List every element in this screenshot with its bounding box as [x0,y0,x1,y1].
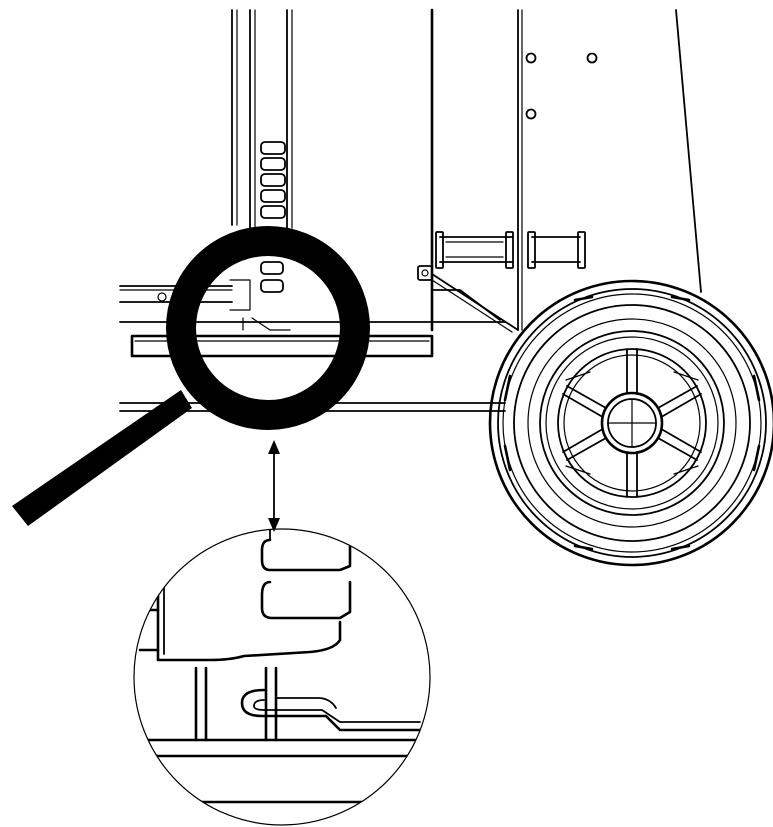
detail-zoom-view [133,528,431,826]
mounting-hole [525,108,537,120]
cart-frame [119,8,702,412]
magnifying-glass-icon [12,226,370,526]
double-headed-arrow-icon [268,440,280,532]
rung-slots [260,141,286,293]
axle-bracket [417,265,519,333]
mounting-hole [586,52,598,64]
mounting-hole [525,52,537,64]
wheel [488,279,773,567]
cylinder-rest-right [527,231,586,269]
cylinder-rest-left [435,231,514,269]
